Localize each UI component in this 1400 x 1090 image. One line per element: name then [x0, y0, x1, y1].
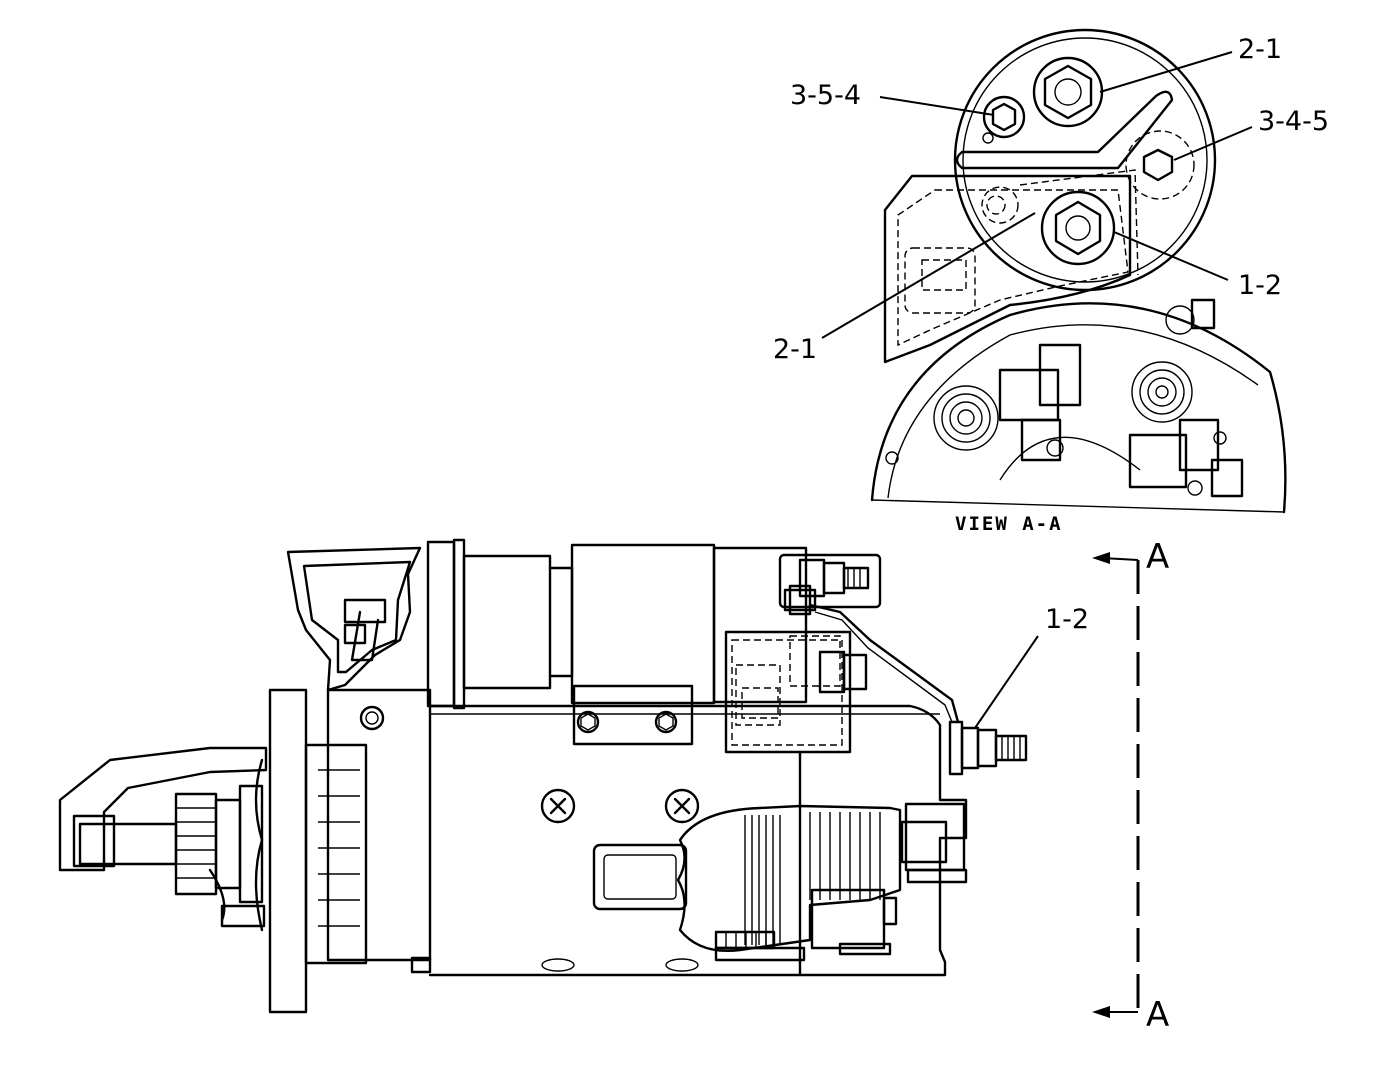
terminal-small [982, 95, 1026, 139]
nose-housing [304, 743, 368, 965]
callout-3-4-5: 3-4-5 [1258, 106, 1329, 137]
callout-2-1-top: 2-1 [1238, 34, 1282, 65]
terminal-cover-hidden [724, 630, 852, 754]
terminal-stud-lower [1040, 190, 1116, 266]
frame-screw-right [664, 788, 700, 824]
nut-right [1142, 148, 1174, 182]
drive-end-frame [326, 688, 432, 962]
section-line-a-a: A A [1092, 537, 1169, 1035]
section-mark-bottom: A [1146, 995, 1169, 1035]
solenoid-front-plate [426, 540, 456, 708]
brush-holder-right [1128, 433, 1188, 489]
callout-3-5-4: 3-5-4 [790, 80, 861, 111]
mounting-flange [268, 688, 308, 1014]
callout-1-2-view: 1-2 [1238, 270, 1282, 301]
motor-frame [428, 704, 968, 977]
drive-housing-top [286, 546, 422, 692]
starter-side-view: 1-2 A A [58, 537, 1169, 1035]
solenoid-bracket [572, 684, 694, 746]
solenoid-end-cap [953, 28, 1217, 292]
section-mark-top: A [1146, 537, 1169, 577]
terminal-strap [955, 90, 1174, 170]
output-shaft [78, 822, 178, 866]
brush-holder-left [998, 368, 1060, 422]
brush-spring-left [933, 385, 999, 451]
connector-wire [808, 603, 960, 724]
callout-1-2-main: 1-2 [1045, 604, 1089, 635]
solenoid-body [570, 543, 716, 705]
callout-2-1-left: 2-1 [773, 334, 817, 365]
frame-screw-left [540, 788, 576, 824]
frame-slot [592, 843, 688, 911]
battery-terminal-stud [948, 720, 1028, 776]
armature-cutaway [676, 804, 902, 952]
commutator-end-frame [870, 302, 1287, 514]
view-a-a: 2-1 3-5-4 3-4-5 1-2 2-1 VIEW A-A [773, 28, 1329, 535]
solenoid-body-left [462, 554, 552, 690]
housing-bracket [883, 174, 1132, 364]
pinion-housing [58, 746, 268, 872]
brush-spring-right [1131, 361, 1193, 423]
shift-lever [343, 598, 387, 662]
view-caption: VIEW A-A [955, 513, 1063, 535]
